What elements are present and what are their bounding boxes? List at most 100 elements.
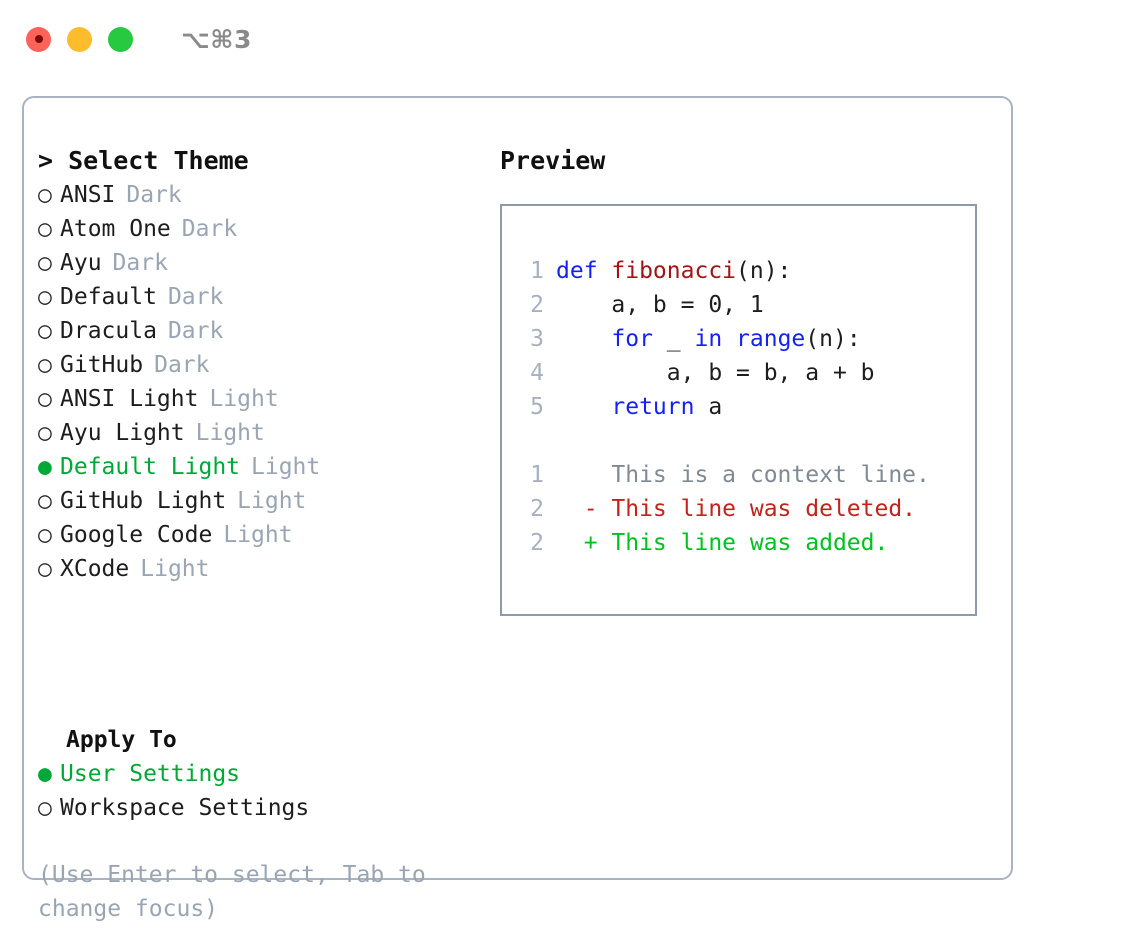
theme-label: GitHub [60, 352, 144, 378]
code-line: 2 a, b = 0, 1 [514, 288, 967, 322]
theme-list-item[interactable]: ○ Ayu Dark [38, 246, 498, 280]
theme-label: Default [60, 284, 157, 310]
line-number: 2 [530, 292, 544, 318]
theme-label: Dracula [60, 318, 157, 344]
theme-list-item[interactable]: ○ Atom One Dark [38, 212, 498, 246]
theme-label: XCode [60, 556, 130, 582]
code-token: a, b = b, a + b [556, 360, 875, 386]
theme-mode-tag: Dark [126, 182, 182, 208]
window-controls [26, 26, 133, 52]
radio-unselected-icon[interactable]: ○ [38, 522, 52, 548]
radio-unselected-icon[interactable]: ○ [38, 284, 52, 310]
theme-label: ANSI Light [60, 386, 199, 412]
apply-to-label: Workspace Settings [60, 795, 310, 821]
select-theme-header: > Select Theme [38, 146, 249, 175]
theme-list-item[interactable]: ○ Default Dark [38, 280, 498, 314]
theme-mode-tag: Light [223, 522, 293, 548]
radio-unselected-icon[interactable]: ○ [38, 386, 52, 412]
theme-mode-tag: Light [251, 454, 321, 480]
code-token: in [694, 326, 723, 352]
line-number: 3 [530, 326, 544, 352]
theme-label: ANSI [60, 182, 116, 208]
line-number: 4 [530, 360, 544, 386]
preview-section: Preview [500, 144, 1000, 178]
theme-mode-tag: Dark [181, 216, 238, 242]
code-line: 4 a, b = b, a + b [514, 356, 967, 390]
keyboard-hint-text: (Use Enter to select, Tab to change focu… [38, 862, 440, 922]
radio-unselected-icon[interactable]: ○ [38, 556, 52, 582]
theme-label: Ayu [60, 250, 102, 276]
theme-mode-tag: Light [237, 488, 307, 514]
diff-text: + This line was added. [556, 530, 889, 556]
diff-text: - This line was deleted. [556, 496, 917, 522]
radio-unselected-icon[interactable]: ○ [38, 216, 52, 242]
radio-unselected-icon[interactable]: ○ [38, 420, 52, 446]
code-token: (n): [736, 258, 792, 284]
apply-to-header: Apply To [66, 727, 177, 753]
preview-title: Preview [500, 146, 606, 175]
code-token: fibonacci [611, 258, 737, 284]
title-bar: ⌥⌘3 [0, 0, 1140, 78]
theme-label: Atom One [60, 216, 171, 242]
theme-mode-tag: Light [209, 386, 279, 412]
minimize-button[interactable] [67, 26, 92, 52]
theme-list-item[interactable]: ○ ANSI Dark [38, 178, 498, 212]
code-token [722, 326, 736, 352]
code-token: range [736, 326, 806, 352]
line-number: 5 [530, 394, 544, 420]
theme-list-item[interactable]: ○ Ayu Light Light [38, 416, 498, 450]
radio-unselected-icon[interactable]: ○ [38, 488, 52, 514]
theme-list-item[interactable]: ○ GitHub Light Light [38, 484, 498, 518]
theme-mode-tag: Light [140, 556, 210, 582]
code-token: return [611, 394, 695, 420]
diff-line: 2 + This line was added. [514, 526, 967, 560]
apply-to-list-item[interactable]: ○ Workspace Settings [38, 791, 498, 825]
radio-selected-icon[interactable]: ● [38, 761, 52, 787]
radio-unselected-icon[interactable]: ○ [38, 318, 52, 344]
theme-list-item[interactable]: ○ ANSI Light Light [38, 382, 498, 416]
code-token: (n): [805, 326, 861, 352]
code-token [556, 394, 611, 420]
maximize-button[interactable] [108, 26, 133, 52]
diff-line: 2 - This line was deleted. [514, 492, 967, 526]
theme-mode-tag: Dark [167, 284, 224, 310]
radio-unselected-icon[interactable]: ○ [38, 352, 52, 378]
radio-unselected-icon[interactable]: ○ [38, 795, 52, 821]
code-token: a [694, 394, 723, 420]
code-text: a, b = 0, 1 [556, 288, 764, 322]
theme-label: Default Light [60, 454, 241, 480]
diff-text: This is a context line. [556, 462, 930, 488]
radio-unselected-icon[interactable]: ○ [38, 182, 52, 208]
apply-to-section: Apply To ● User Settings ○ Workspace Settin… [38, 723, 498, 825]
code-diff-separator [514, 424, 967, 458]
radio-unselected-icon[interactable]: ○ [38, 250, 52, 276]
apply-to-list[interactable]: ● User Settings ○ Workspace Settings [38, 757, 498, 825]
line-number: 1 [530, 258, 544, 284]
theme-list-item[interactable]: ● Default Light Light [38, 450, 498, 484]
code-token: for [611, 326, 653, 352]
theme-mode-tag: Dark [167, 318, 224, 344]
code-token: _ [652, 326, 695, 352]
diff-line: 1 This is a context line. [514, 458, 967, 492]
theme-list-item[interactable]: ○ XCode Light [38, 552, 498, 586]
theme-mode-tag: Light [195, 420, 265, 446]
apply-to-list-item[interactable]: ● User Settings [38, 757, 498, 791]
radio-selected-icon[interactable]: ● [38, 454, 52, 480]
theme-label: Ayu Light [60, 420, 185, 446]
close-button[interactable] [26, 26, 51, 52]
code-token: a, b = 0, 1 [556, 292, 764, 318]
code-token [556, 326, 611, 352]
theme-mode-tag: Dark [112, 250, 168, 276]
theme-list-item[interactable]: ○ Dracula Dark [38, 314, 498, 348]
theme-label: GitHub Light [60, 488, 227, 514]
apply-to-label: User Settings [60, 761, 241, 787]
diff-line-number: 2 [530, 496, 544, 522]
